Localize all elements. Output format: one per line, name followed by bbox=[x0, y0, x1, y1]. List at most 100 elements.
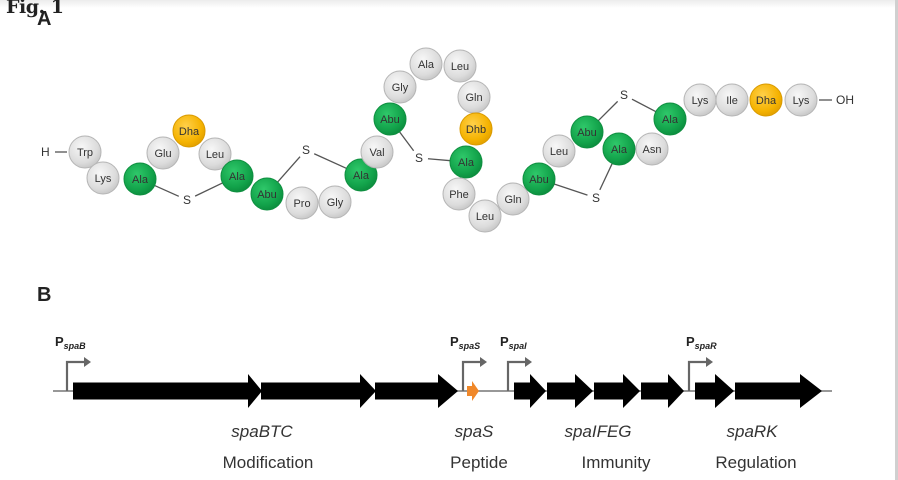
residue-circle bbox=[442, 177, 476, 211]
residue-pro: Pro bbox=[285, 186, 319, 220]
residue-ala: Ala bbox=[409, 47, 443, 81]
residue-circle bbox=[749, 83, 783, 117]
residue-label: Ala bbox=[229, 171, 246, 183]
gene-arrow-spaS bbox=[467, 381, 479, 401]
residue-leu: Leu bbox=[443, 49, 477, 83]
residue-circle bbox=[285, 186, 319, 220]
residue-circle bbox=[198, 137, 232, 171]
residue-dha: Dha bbox=[172, 114, 206, 148]
residue-lys: Lys bbox=[86, 161, 120, 195]
residue-label: Leu bbox=[451, 61, 469, 73]
residue-circle bbox=[123, 162, 157, 196]
residue-lys: Lys bbox=[683, 83, 717, 117]
residue-label: Leu bbox=[206, 149, 224, 161]
residue-circle bbox=[146, 136, 180, 170]
residue-label: Leu bbox=[476, 211, 494, 223]
promoter-arrow-icon bbox=[65, 360, 85, 391]
residue-circle bbox=[715, 83, 749, 117]
residue-circle bbox=[86, 161, 120, 195]
residue-label: Ile bbox=[726, 95, 738, 107]
residue-label: Glu bbox=[154, 148, 171, 160]
promoter-spaI: PspaI bbox=[500, 334, 532, 391]
gene-label-spaS: spaS bbox=[455, 422, 494, 441]
residue-circle bbox=[443, 49, 477, 83]
residue-label: Dha bbox=[179, 126, 200, 138]
residue-ala: Ala bbox=[220, 159, 254, 193]
residue-label: Pro bbox=[293, 198, 310, 210]
residue-label: Abu bbox=[577, 127, 597, 139]
gene-arrow-spaI bbox=[514, 374, 546, 408]
gene-label-spaIFEG: spaIFEG bbox=[564, 422, 631, 441]
panel-b-label: B bbox=[37, 284, 52, 306]
residue-label: Lys bbox=[793, 95, 810, 107]
residue-circle bbox=[459, 112, 493, 146]
residue-label: Gly bbox=[392, 82, 409, 94]
n-terminus-label: H bbox=[41, 145, 50, 159]
function-label-immunity: Immunity bbox=[582, 453, 651, 472]
residue-glu: Glu bbox=[146, 136, 180, 170]
sulfur-label: S bbox=[183, 193, 191, 207]
residue-label: Ala bbox=[132, 174, 149, 186]
residue-ala: Ala bbox=[602, 132, 636, 166]
residue-label: Trp bbox=[77, 147, 93, 159]
sulfur-label: S bbox=[592, 191, 600, 205]
residue-circle bbox=[635, 132, 669, 166]
residue-label: Ala bbox=[418, 59, 435, 71]
gene-label-spaRK: spaRK bbox=[726, 422, 778, 441]
residue-val: Val bbox=[360, 135, 394, 169]
residue-label: Ala bbox=[611, 144, 628, 156]
promoter-arrow-icon bbox=[687, 360, 707, 391]
residue-label: Ala bbox=[662, 114, 679, 126]
residue-abu: Abu bbox=[373, 102, 407, 136]
residue-label: Dhb bbox=[466, 124, 486, 136]
residue-leu: Leu bbox=[468, 199, 502, 233]
thioether-bond bbox=[397, 129, 415, 152]
gene-arrow-spaF bbox=[547, 374, 593, 408]
residue-gly: Gly bbox=[318, 185, 352, 219]
residue-label: Ala bbox=[353, 170, 370, 182]
residue-trp: Trp bbox=[68, 135, 102, 169]
thioether-bond bbox=[427, 158, 453, 162]
promoter-label: PspaR bbox=[686, 334, 717, 351]
residue-gln: Gln bbox=[457, 80, 491, 114]
promoter-arrowhead-icon bbox=[706, 357, 713, 367]
residue-label: Abu bbox=[257, 189, 277, 201]
promoter-spaS: PspaS bbox=[450, 334, 487, 391]
sulfur-label: S bbox=[302, 143, 310, 157]
residue-circle bbox=[449, 145, 483, 179]
residue-circle bbox=[496, 182, 530, 216]
promoter-arrow-icon bbox=[461, 360, 481, 391]
residue-circle bbox=[409, 47, 443, 81]
residue-ala: Ala bbox=[123, 162, 157, 196]
residue-lys: Lys bbox=[784, 83, 818, 117]
residue-circle bbox=[373, 102, 407, 136]
residue-label: Gly bbox=[327, 197, 344, 209]
residue-circle bbox=[522, 162, 556, 196]
promoter-arrowhead-icon bbox=[84, 357, 91, 367]
residue-circle bbox=[383, 70, 417, 104]
gene-arrow-spaC bbox=[375, 374, 458, 408]
residue-ala: Ala bbox=[653, 102, 687, 136]
thioether-bond bbox=[275, 156, 301, 184]
function-label-regulation: Regulation bbox=[715, 453, 796, 472]
figure-title: Fig. 1 bbox=[6, 0, 64, 18]
promoter-label: PspaB bbox=[55, 334, 86, 351]
residue-label: Lys bbox=[95, 173, 112, 185]
page-edge-divider bbox=[895, 0, 898, 480]
residue-dhb: Dhb bbox=[459, 112, 493, 146]
gene-arrow-spaG bbox=[641, 374, 684, 408]
residue-circle bbox=[468, 199, 502, 233]
residue-abu: Abu bbox=[250, 177, 284, 211]
residue-ala: Ala bbox=[449, 145, 483, 179]
promoter-arrowhead-icon bbox=[525, 357, 532, 367]
residue-abu: Abu bbox=[522, 162, 556, 196]
residue-ile: Ile bbox=[715, 83, 749, 117]
promoter-label: PspaI bbox=[500, 334, 527, 351]
function-label-modification: Modification bbox=[223, 453, 314, 472]
residue-label: Phe bbox=[449, 189, 469, 201]
thioether-bond bbox=[152, 184, 180, 197]
residue-label: Abu bbox=[529, 174, 549, 186]
residue-leu: Leu bbox=[198, 137, 232, 171]
